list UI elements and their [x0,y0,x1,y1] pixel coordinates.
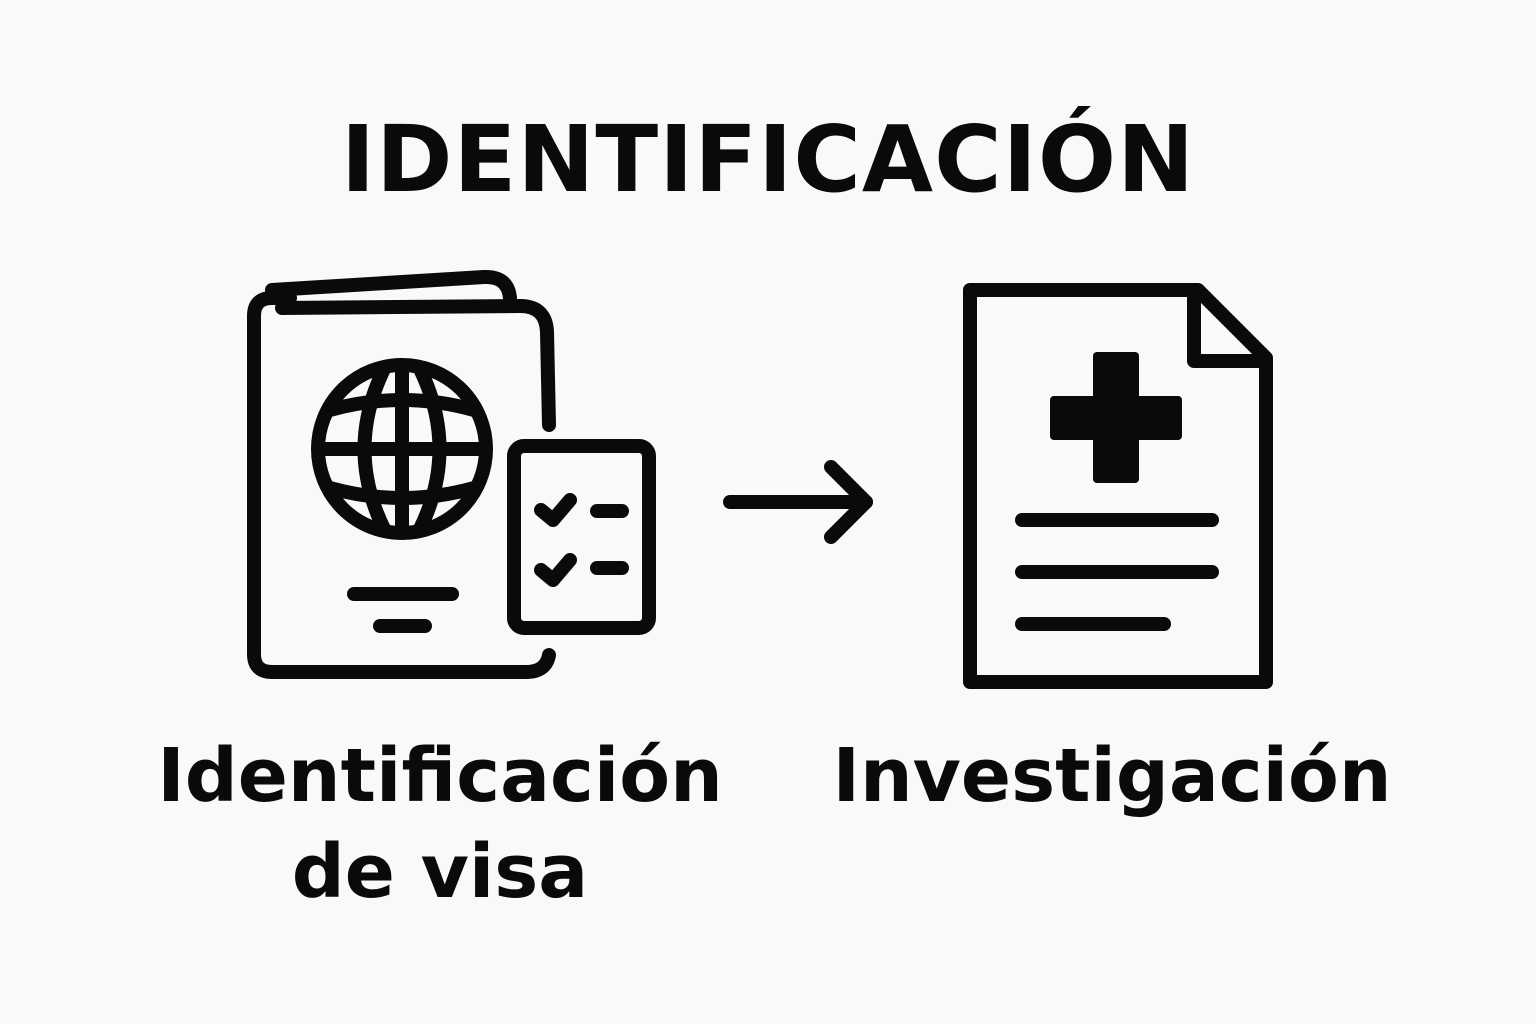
arrow-right-icon [723,460,873,544]
step-label-line: Investigación [832,733,1392,819]
step-label-investigation: Investigación [812,728,1412,824]
step-label-line: de visa [291,829,589,915]
passport-with-checklist-icon [247,269,656,679]
medical-cross-icon [1050,352,1182,483]
medical-document-icon [963,283,1273,689]
globe-icon [311,358,493,540]
checklist-card-icon [507,439,656,635]
step-label-visa-identification: Identificación de visa [140,728,740,920]
step-label-line: Identificación [157,733,723,819]
page-title: IDENTIFICACIÓN [340,106,1196,213]
